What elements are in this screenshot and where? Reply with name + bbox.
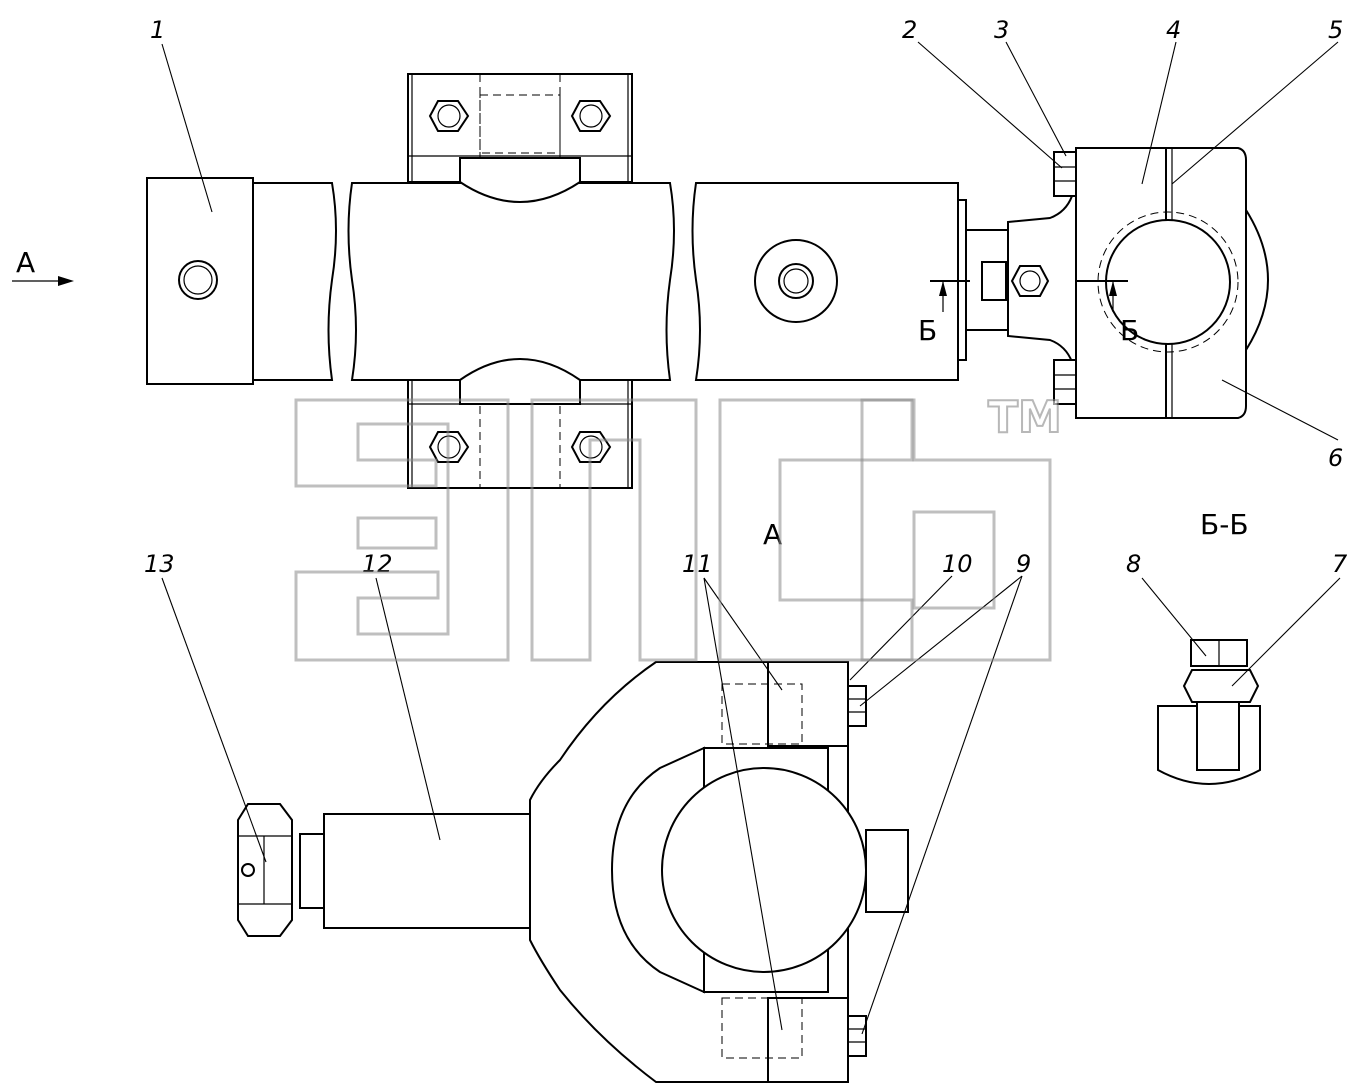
section-b-b: Б-Б: [1157, 508, 1261, 785]
upper-clamp-nut-left: [428, 100, 470, 132]
watermark-trademark: ТМ: [988, 392, 1062, 443]
tie-rod-assembly: Б Б А: [12, 73, 1269, 489]
view-label: А: [763, 518, 782, 551]
part-number-7: 7: [1332, 550, 1348, 578]
ball-joint-circle: [661, 767, 867, 973]
side-lug: [865, 829, 909, 913]
section-nut-7: [1182, 669, 1260, 703]
leader-lines: [161, 41, 1341, 1035]
part-number-13: 13: [144, 550, 175, 578]
steering-arm-view: А: [237, 518, 909, 1083]
view-arrow-label: А: [16, 246, 35, 279]
rod-segment-2: [347, 182, 675, 381]
part-number-4: 4: [1166, 16, 1181, 44]
lower-clamp-bolt: [1053, 359, 1077, 405]
part-number-8: 8: [1126, 550, 1141, 578]
sleeve-bolt-head: [178, 260, 218, 300]
part-number-1: 1: [150, 16, 165, 44]
upper-clamp-nut-right: [570, 100, 612, 132]
part-number-6: 6: [1328, 444, 1343, 472]
section-marker-right: Б: [1120, 314, 1139, 347]
lower-arm-bolt: [847, 1015, 867, 1057]
cotter-pin: [241, 863, 255, 877]
section-title: Б-Б: [1200, 508, 1249, 541]
joint-housing-cap: [1245, 206, 1269, 354]
lower-clamp-saddle: [459, 358, 581, 405]
part-number-12: 12: [362, 550, 393, 578]
upper-clamp-bolt: [1053, 151, 1077, 197]
part-number-10: 10: [942, 550, 973, 578]
section-marker-left: Б: [918, 314, 937, 347]
arm-nut: [1010, 265, 1050, 297]
part-number-2: 2: [902, 16, 917, 44]
castle-nut: [237, 803, 293, 937]
part-number-9: 9: [1016, 550, 1031, 578]
upper-clamp-saddle: [459, 157, 581, 203]
upper-arm-bolt: [847, 685, 867, 727]
part-number-3: 3: [994, 16, 1009, 44]
watermark-logo: ТМ: [294, 391, 1063, 662]
rod-segment-1: [252, 182, 337, 381]
arm-shaft: [323, 813, 531, 929]
part-number-5: 5: [1328, 16, 1343, 44]
section-bolt-shank: [1196, 699, 1240, 771]
